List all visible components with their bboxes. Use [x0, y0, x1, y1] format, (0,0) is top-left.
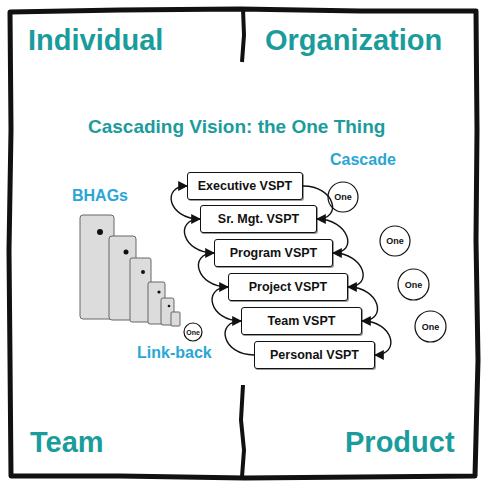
circle-shape: [380, 226, 410, 256]
vspt-box: Sr. Mgt. VSPT: [200, 205, 317, 233]
quadrant-label: Team: [30, 428, 104, 457]
quadrant-label: Product: [345, 428, 455, 457]
vspt-box: Personal VSPT: [254, 341, 375, 369]
cascade-arrow: [212, 287, 241, 321]
circle-shape: [398, 269, 429, 300]
vspt-box: Program VSPT: [214, 239, 333, 267]
frame-divider: [241, 385, 244, 477]
cascade-arrow: [362, 321, 391, 355]
annotation-label: Link-back: [137, 345, 212, 361]
circle-text: One: [422, 322, 440, 332]
cascade-arrow: [171, 186, 200, 219]
cascade-arrow: [333, 253, 363, 287]
annotation-label: BHAGs: [72, 188, 128, 204]
monolith: [171, 312, 180, 326]
box-text: Personal VSPT: [270, 348, 359, 362]
circle-text: One: [334, 192, 352, 202]
frame-border: [9, 9, 478, 478]
annotation-label: Cascade: [330, 152, 396, 168]
vspt-box: Project VSPT: [228, 273, 348, 301]
monolith-dot: [157, 290, 160, 293]
one-circle: One: [327, 181, 359, 213]
circle-shape: [415, 311, 446, 342]
diagram-title: Cascading Vision: the One Thing: [88, 117, 385, 136]
quadrant-label: Individual: [28, 26, 163, 55]
monolith-dot: [141, 270, 145, 274]
frame-divider: [242, 9, 244, 62]
box-text: Sr. Mgt. VSPT: [218, 212, 299, 226]
one-circle: One: [414, 310, 447, 343]
monolith-dot: [124, 250, 129, 255]
monolith-dot: [168, 305, 171, 308]
cascade-arrow: [317, 219, 348, 253]
quadrant-label: Organization: [265, 26, 442, 55]
circle-text: One: [386, 236, 404, 246]
circle-text: One: [405, 280, 423, 290]
box-text: Executive VSPT: [198, 179, 293, 193]
cascade-arrow: [225, 321, 254, 355]
vspt-box: Executive VSPT: [187, 172, 303, 200]
box-text: Program VSPT: [230, 246, 318, 260]
one-circle: One: [183, 322, 203, 342]
circle-shape: [184, 323, 202, 341]
box-text: Project VSPT: [249, 280, 328, 294]
cascade-arrow: [198, 253, 228, 287]
box-text: Team VSPT: [268, 314, 336, 328]
cascade-arrow: [303, 186, 333, 219]
cascade-arrow: [184, 219, 214, 253]
monolith-dot: [97, 229, 103, 235]
vspt-box: Team VSPT: [241, 307, 362, 335]
circle-text: One: [186, 329, 200, 336]
cascade-arrow: [348, 287, 378, 321]
one-circle: One: [397, 268, 430, 301]
one-circle: One: [379, 225, 411, 257]
